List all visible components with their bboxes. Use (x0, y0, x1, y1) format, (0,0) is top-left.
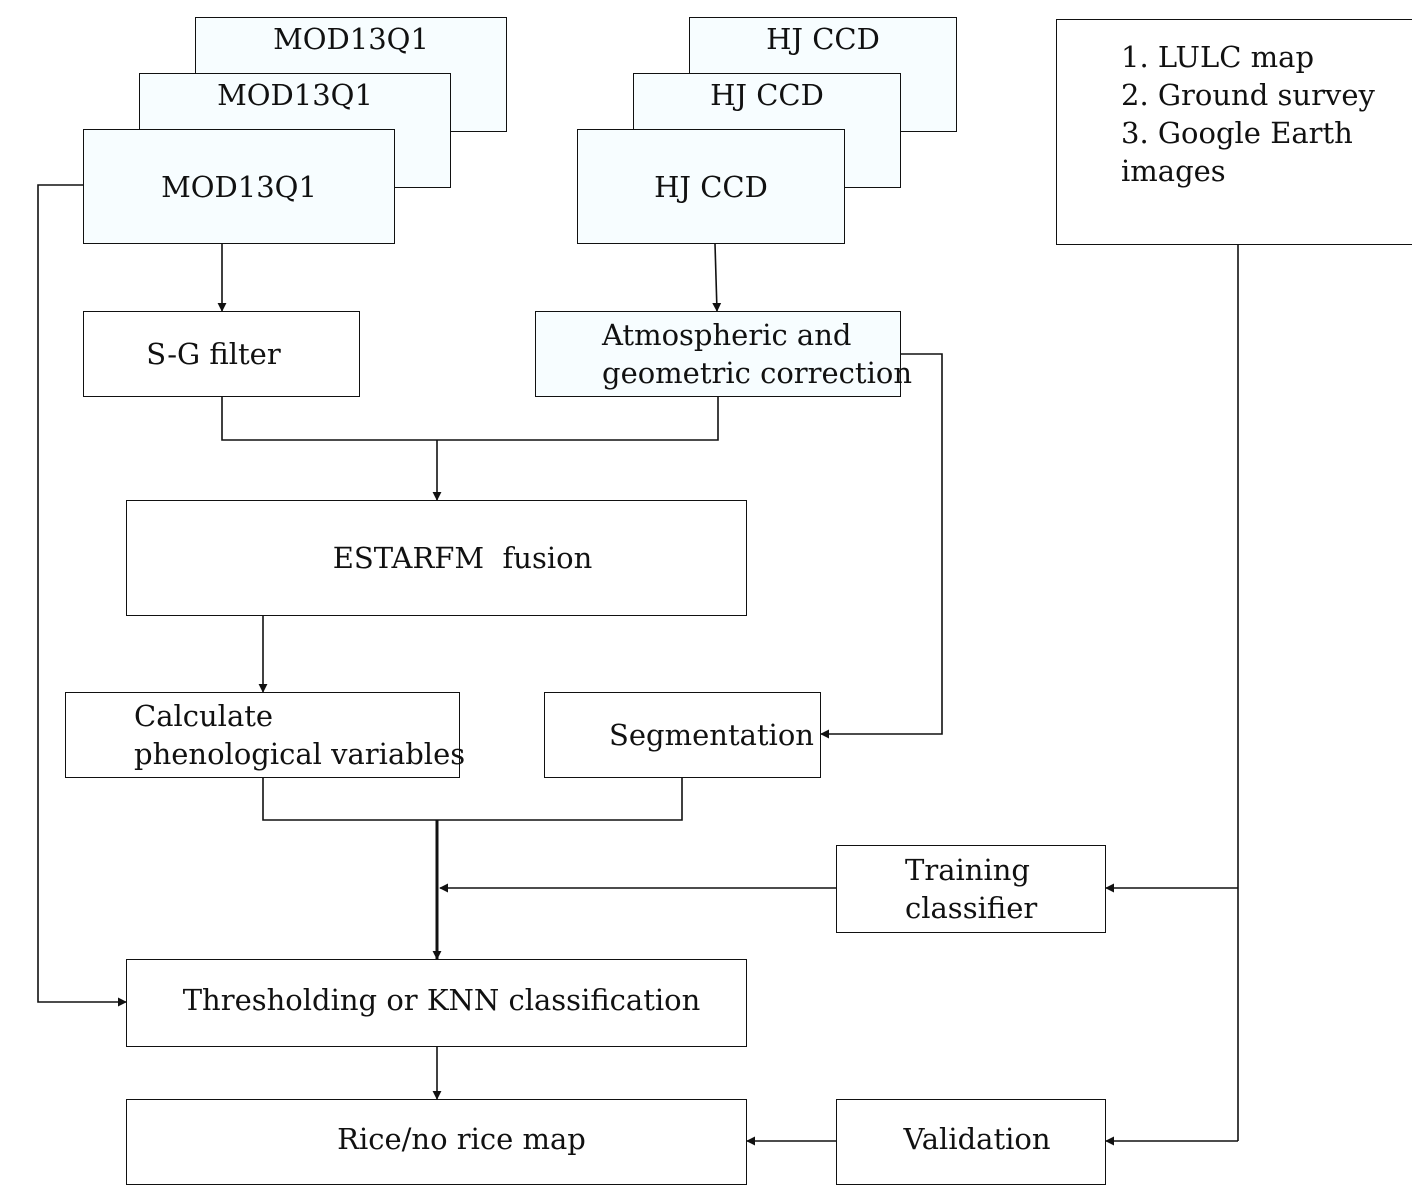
hj-label-front: HJ CCD (654, 169, 768, 204)
merge-sg-correction (221, 397, 719, 441)
fusion-box: ESTARFM fusion (126, 500, 747, 616)
reference-data-box: 1. LULC map 2. Ground survey 3. Google E… (1056, 19, 1412, 245)
sg-filter-label: S-G filter (146, 337, 281, 371)
modis-label-front: MOD13Q1 (161, 169, 317, 204)
modis-label-back: MOD13Q1 (273, 22, 429, 56)
reference-line-3: 3. Google Earth (1121, 116, 1353, 150)
phenology-box: Calculate phenological variables (65, 692, 465, 778)
hj-label-back: HJ CCD (766, 22, 880, 56)
merge-phenology-segmentation (262, 778, 683, 821)
correction-line-2: geometric correction (602, 356, 912, 390)
hj-label-middle: HJ CCD (710, 78, 824, 112)
validation-box: Validation (836, 1099, 1106, 1185)
validation-label: Validation (903, 1122, 1051, 1156)
fusion-label: ESTARFM fusion (332, 541, 593, 575)
reference-line-4: images (1121, 154, 1226, 188)
modis-label-middle: MOD13Q1 (217, 78, 373, 112)
correction-line-1: Atmospheric and (602, 318, 852, 352)
reference-line-2: 2. Ground survey (1121, 78, 1375, 112)
training-line-2: classifier (905, 891, 1038, 925)
modis-box-front: MOD13Q1 (83, 129, 395, 244)
phenology-line-2: phenological variables (134, 737, 466, 771)
arrow-hj-to-correction (712, 243, 722, 312)
reference-line-1: 1. LULC map (1121, 40, 1315, 74)
rice-map-label: Rice/no rice map (337, 1122, 586, 1156)
training-line-1: Training (905, 853, 1030, 887)
segmentation-label: Segmentation (609, 718, 814, 752)
segmentation-box: Segmentation (544, 692, 821, 778)
phenology-line-1: Calculate (134, 699, 274, 733)
training-classifier-box: Training classifier (836, 845, 1106, 933)
arrow-modis-to-classification (37, 184, 127, 1007)
classification-box: Thresholding or KNN classification (126, 959, 747, 1047)
sg-filter-box: S-G filter (83, 311, 360, 397)
correction-box: Atmospheric and geometric correction (535, 311, 912, 397)
rice-map-box: Rice/no rice map (126, 1099, 747, 1185)
hj-box-front: HJ CCD (577, 129, 845, 244)
classification-label: Thresholding or KNN classification (182, 983, 701, 1017)
arrow-correction-to-segmentation (820, 353, 943, 739)
